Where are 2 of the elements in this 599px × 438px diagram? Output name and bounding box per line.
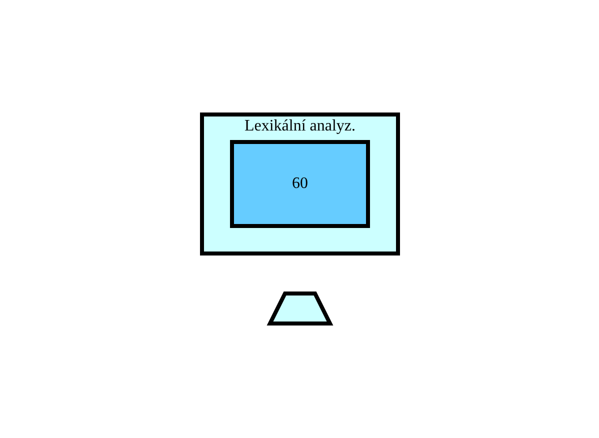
node-box: 60 — [230, 140, 370, 228]
node-box — [266, 292, 333, 326]
